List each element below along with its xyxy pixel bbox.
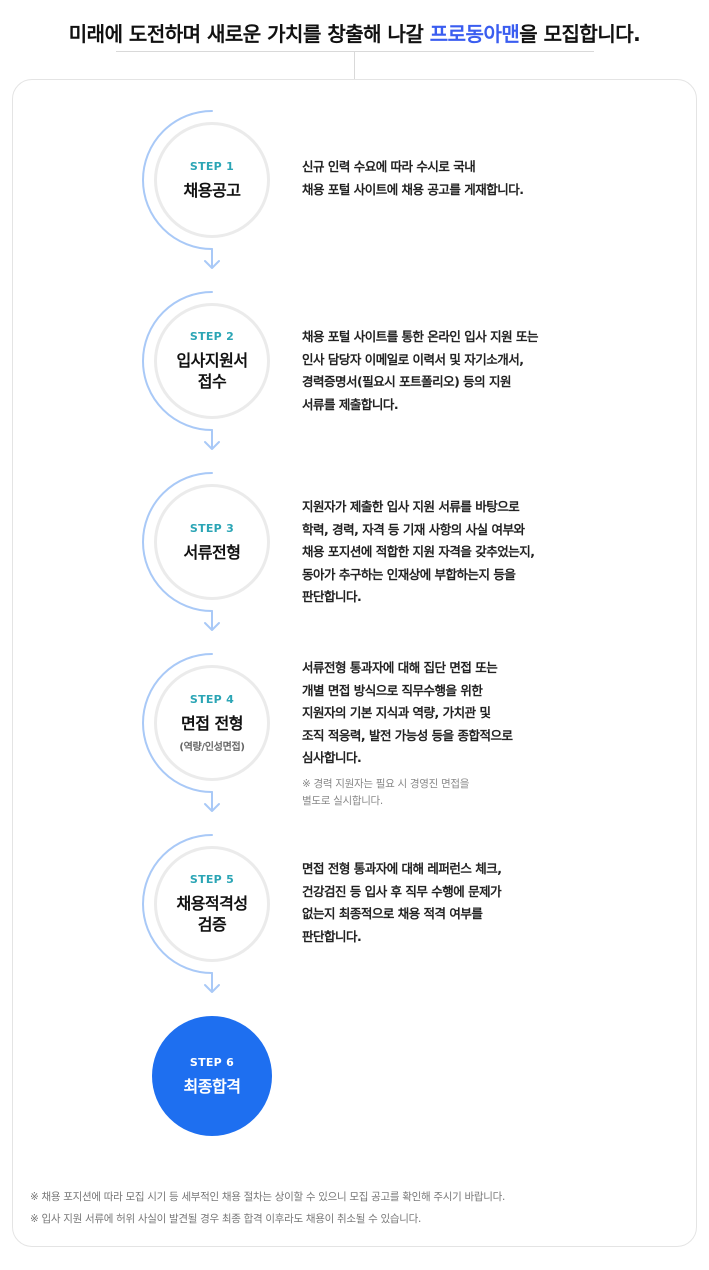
process-card: [12, 79, 697, 1247]
step-4-circle: STEP 4 면접 전형 (역량/인성면접): [154, 665, 270, 781]
step-3-label: STEP 3: [189, 521, 235, 535]
step-4-note-line: 별도로 실시합니다.: [302, 794, 383, 807]
step-1-description: 신규 인력 수요에 따라 수시로 국내 채용 포털 사이트에 채용 공고를 게재…: [302, 156, 602, 201]
step-2-circle: STEP 2 입사지원서 접수: [154, 303, 270, 419]
step-4-desc-line: 조직 적응력, 발전 가능성 등을 종합적으로: [302, 727, 513, 743]
step-4-desc-line: 서류전형 통과자에 대해 집단 면접 또는: [302, 660, 498, 675]
step-6-label: STEP 6: [189, 1055, 235, 1069]
step-3-title: 서류전형: [183, 542, 241, 562]
step-2-desc-line: 채용 포털 사이트를 통한 온라인 입사 지원 또는: [302, 329, 538, 344]
step-5-desc-line: 판단합니다.: [302, 928, 362, 944]
step-4-desc-line: 개별 면접 방식으로 직무수행을 위한: [302, 682, 483, 698]
step-5-label: STEP 5: [189, 873, 235, 886]
step-4-title: 면접 전형: [181, 714, 243, 733]
step-5-desc-line: 건강검진 등 입사 후 직무 수행에 문제가: [302, 883, 502, 899]
step-3-desc-line: 동아가 추구하는 인재상에 부합하는지 등을: [302, 566, 516, 582]
step-6-circle: STEP 6 최종합격: [152, 1016, 272, 1136]
step-1-label: STEP 1: [189, 159, 235, 173]
step-4-desc-line: 지원자의 기본 지식과 역량, 가치관 및: [302, 705, 491, 720]
step-5-title-line-1: 채용적격성: [176, 894, 248, 913]
step-4-note-line: ※ 경력 지원자는 필요 시 경영진 면접을: [302, 777, 470, 790]
step-3-desc-line: 판단합니다.: [302, 589, 362, 604]
step-5-description: 면접 전형 통과자에 대해 레퍼런스 체크, 건강검진 등 입사 후 직무 수행…: [302, 858, 602, 948]
step-4-note: ※ 경력 지원자는 필요 시 경영진 면접을 별도로 실시합니다.: [302, 776, 602, 810]
step-2-title-line-2: 접수: [197, 372, 227, 391]
headline-divider: [116, 51, 594, 52]
step-6-title: 최종합격: [183, 1076, 241, 1096]
step-1-desc-line: 채용 포털 사이트에 채용 공고를 게재합니다.: [302, 181, 524, 197]
step-3-desc-line: 지원자가 제출한 입사 지원 서류를 바탕으로: [302, 499, 520, 514]
step-3-description: 지원자가 제출한 입사 지원 서류를 바탕으로 학력, 경력, 자격 등 기재 …: [302, 496, 602, 609]
step-1-circle: STEP 1 채용공고: [154, 122, 270, 238]
footer-note-line: ※ 입사 지원 서류에 허위 사실이 발견될 경우 최종 합격 이후라도 채용이…: [30, 1213, 422, 1225]
step-4-description: 서류전형 통과자에 대해 집단 면접 또는 개별 면접 방식으로 직무수행을 위…: [302, 657, 602, 810]
footer-note-line: ※ 채용 포지션에 따라 모집 시기 등 세부적인 채용 절차는 상이할 수 있…: [30, 1191, 506, 1203]
step-2-desc-line: 인사 담당자 이메일로 이력서 및 자기소개서,: [302, 351, 524, 367]
step-3-desc-line: 학력, 경력, 자격 등 기재 사항의 사실 여부와: [302, 521, 525, 537]
headline-prefix: 미래에 도전하며 새로운 가치를 창출해 나갈: [68, 22, 430, 46]
step-4-subtitle: (역량/인성면접): [179, 742, 245, 753]
step-1-title: 채용공고: [183, 180, 241, 200]
step-5-title-line-2: 검증: [197, 915, 227, 934]
step-3-circle: STEP 3 서류전형: [154, 484, 270, 600]
headline-highlight: 프로동아맨: [429, 22, 520, 46]
step-2-label: STEP 2: [189, 330, 235, 343]
step-1-desc-line: 신규 인력 수요에 따라 수시로 국내: [302, 159, 476, 174]
step-5-circle: STEP 5 채용적격성 검증: [154, 846, 270, 962]
step-3-desc-line: 채용 포지션에 적합한 지원 자격을 갖추었는지,: [302, 544, 535, 559]
footer-notes: ※ 채용 포지션에 따라 모집 시기 등 세부적인 채용 절차는 상이할 수 있…: [30, 1186, 505, 1230]
page-headline: 미래에 도전하며 새로운 가치를 창출해 나갈 프로동아맨을 모집합니다.: [0, 18, 709, 47]
step-2-title-line-1: 입사지원서: [176, 351, 248, 370]
step-2-desc-line: 서류를 제출합니다.: [302, 396, 399, 412]
headline-connector: [354, 52, 355, 79]
step-2-desc-line: 경력증명서(필요시 포트폴리오) 등의 지원: [302, 374, 511, 389]
step-5-desc-line: 면접 전형 통과자에 대해 레퍼런스 체크,: [302, 861, 502, 876]
step-4-label: STEP 4: [189, 693, 235, 706]
step-4-desc-line: 심사합니다.: [302, 750, 362, 765]
step-2-description: 채용 포털 사이트를 통한 온라인 입사 지원 또는 인사 담당자 이메일로 이…: [302, 326, 602, 416]
step-5-desc-line: 없는지 최종적으로 채용 적격 여부를: [302, 906, 483, 921]
headline-suffix: 을 모집합니다.: [519, 22, 641, 46]
